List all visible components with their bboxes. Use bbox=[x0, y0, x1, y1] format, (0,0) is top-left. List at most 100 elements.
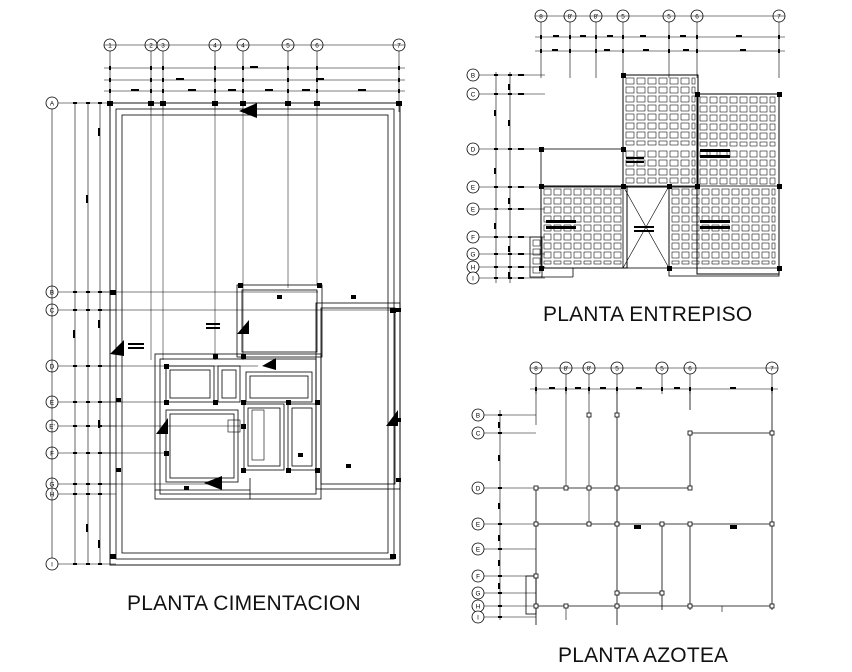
dimension-tick bbox=[494, 74, 498, 76]
slab-block bbox=[759, 150, 768, 158]
column-marker bbox=[614, 521, 620, 527]
slab-block bbox=[671, 251, 680, 259]
dimension-tick bbox=[86, 425, 90, 427]
slab-block bbox=[593, 242, 602, 250]
slab-block bbox=[769, 159, 776, 167]
column-pad bbox=[240, 101, 246, 106]
dimension-tick bbox=[86, 524, 88, 532]
slab-block bbox=[532, 266, 541, 274]
dimension-tick bbox=[86, 195, 88, 203]
slab-block bbox=[583, 224, 592, 232]
slab-block bbox=[603, 242, 612, 250]
slab-block bbox=[739, 105, 748, 113]
dimension-tick bbox=[494, 277, 498, 279]
slab-block bbox=[613, 188, 622, 196]
axis-label: 8' bbox=[568, 13, 573, 20]
dimension-tick bbox=[316, 66, 318, 70]
slab-block bbox=[719, 159, 728, 167]
axis-label: 3 bbox=[161, 42, 165, 49]
column-pad bbox=[695, 92, 700, 97]
slab-block bbox=[739, 132, 748, 140]
section-marker bbox=[156, 418, 168, 434]
slab-block bbox=[671, 197, 680, 205]
slab-block bbox=[563, 233, 572, 241]
slab-block bbox=[613, 251, 622, 259]
slab-block bbox=[691, 188, 700, 196]
slab-block bbox=[709, 123, 718, 131]
dimension-tick bbox=[643, 49, 649, 51]
footing-right-inner bbox=[320, 307, 396, 485]
dimension-tick bbox=[109, 78, 111, 82]
dimension-tick bbox=[604, 49, 610, 51]
axis-label: G bbox=[471, 251, 476, 258]
axis-label: D bbox=[476, 485, 481, 492]
axis-label: 8' bbox=[564, 365, 569, 372]
slab-block bbox=[636, 113, 646, 121]
slab-block bbox=[749, 123, 758, 131]
column-marker bbox=[687, 430, 693, 436]
slab-block bbox=[603, 206, 612, 214]
slab-block bbox=[669, 131, 679, 139]
slab-block bbox=[593, 197, 602, 205]
dimension-tick bbox=[494, 223, 496, 229]
slab-block bbox=[647, 104, 657, 112]
axis-label: B bbox=[471, 72, 475, 79]
title-planta-entrepiso: PLANTA ENTREPISO bbox=[543, 303, 753, 326]
slab-block bbox=[741, 251, 750, 259]
slab-block bbox=[636, 122, 646, 130]
slab-block bbox=[751, 233, 760, 241]
column-pad bbox=[346, 464, 351, 468]
slab-block bbox=[721, 233, 730, 241]
axis-label: I bbox=[472, 275, 474, 282]
slab-block bbox=[593, 215, 602, 223]
axis-label: 8 bbox=[539, 13, 543, 20]
slab-block bbox=[749, 114, 758, 122]
dimension-tick bbox=[242, 66, 244, 70]
slab-block bbox=[769, 132, 776, 140]
column-pad bbox=[317, 283, 322, 288]
slab-block bbox=[729, 159, 738, 167]
slab-block bbox=[701, 242, 710, 250]
slab-outline bbox=[540, 185, 628, 269]
dimension-tick bbox=[287, 89, 289, 93]
slab-block bbox=[701, 251, 710, 259]
slab-block bbox=[739, 114, 748, 122]
axis-label: 6 bbox=[695, 13, 699, 20]
beam-label bbox=[700, 149, 730, 152]
footing-cell-inner bbox=[247, 407, 281, 467]
footing-cell-inner bbox=[221, 369, 237, 399]
column-pad bbox=[314, 101, 320, 106]
slab-block bbox=[553, 197, 562, 205]
slab-block bbox=[625, 177, 635, 184]
dimension-tick bbox=[98, 320, 100, 328]
slab-block bbox=[680, 159, 690, 167]
slab-block bbox=[691, 86, 696, 94]
slab-block bbox=[625, 104, 635, 112]
dimension-tick bbox=[498, 560, 500, 566]
dimension-tick bbox=[498, 503, 500, 509]
slab-block bbox=[593, 233, 602, 241]
footing-cell-inner bbox=[169, 413, 235, 479]
slab-block bbox=[625, 131, 635, 139]
column-pad bbox=[621, 73, 626, 78]
slab-block bbox=[709, 114, 718, 122]
slab-block bbox=[719, 141, 728, 147]
axis-row-I: I bbox=[45, 557, 59, 571]
axis-label: 8' bbox=[587, 365, 592, 372]
column-marker bbox=[563, 485, 569, 491]
slab-block bbox=[532, 248, 541, 256]
slab-block bbox=[709, 105, 718, 113]
slab-block bbox=[625, 122, 635, 130]
column-pad bbox=[315, 468, 320, 473]
slab-block bbox=[691, 224, 700, 232]
slab-block bbox=[741, 188, 750, 196]
section-marker bbox=[239, 103, 257, 118]
dimension-tick bbox=[150, 78, 152, 82]
slab-block bbox=[759, 159, 768, 167]
column-pad bbox=[621, 147, 626, 152]
slab-block bbox=[691, 242, 700, 250]
dimension-tick bbox=[553, 35, 559, 37]
slab-block bbox=[563, 206, 572, 214]
slab-block bbox=[699, 159, 708, 167]
